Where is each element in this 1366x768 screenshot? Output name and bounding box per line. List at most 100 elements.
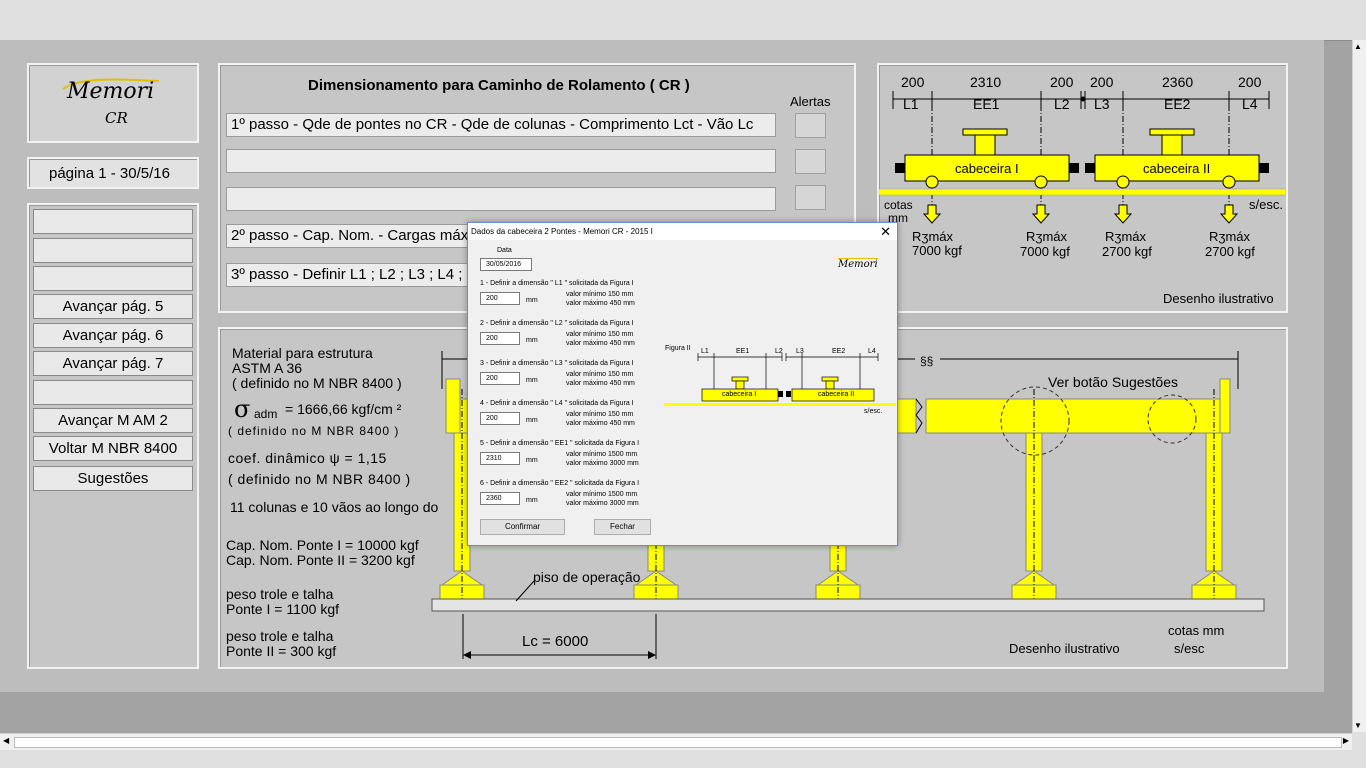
advance-page-7-button[interactable]: Avançar pág. 7 (33, 351, 193, 376)
capacity-ponte-2: Cap. Nom. Ponte II = 3200 kgf (226, 552, 415, 568)
close-icon[interactable]: ✕ (880, 224, 891, 239)
mm-label: mm (888, 211, 908, 225)
ee1-input[interactable]: 2310 (480, 452, 520, 465)
fig-scale-label: s/esc. (864, 408, 883, 415)
nav-button-blank-4[interactable] (33, 380, 193, 405)
nav-button-blank-3[interactable] (33, 266, 193, 291)
nav-button-blank-2[interactable] (33, 238, 193, 263)
dim-ee1-value: 2310 (970, 74, 1002, 90)
scroll-left-icon[interactable]: ◀ (3, 736, 10, 745)
item-2-label: 2 - Definir a dimensão " L2 " solicitada… (480, 320, 634, 327)
peso-1-value: Ponte I = 1100 kgf (226, 601, 339, 617)
alerts-label: Alertas (790, 94, 831, 109)
item-1-min: valor mínimo 150 mm (566, 291, 634, 298)
scroll-up-icon[interactable]: ▲ (1354, 42, 1362, 51)
suggestions-button[interactable]: Sugestões (33, 466, 193, 491)
advance-page-5-button[interactable]: Avançar pág. 5 (33, 294, 193, 319)
item-2-min: valor mínimo 150 mm (566, 331, 634, 338)
dynamic-coefficient: coef. dinâmico ψ = 1,15 (228, 450, 387, 466)
item-4-max: valor máximo 450 mm (566, 420, 635, 427)
dialog-title: Dados da cabeceira 2 Pontes - Memori CR … (471, 227, 653, 236)
top-diagram-panel: 200 2310 200 200 2360 200 L1 EE1 L2 L3 E… (877, 63, 1288, 313)
label-l3: L3 (1094, 96, 1110, 112)
item-3-label: 3 - Definir a dimensão " L3 " solicitada… (480, 360, 634, 367)
item-5-max: valor máximo 3000 mm (566, 460, 639, 467)
svg-text:§§: §§ (920, 354, 933, 368)
date-field[interactable]: 30/05/2016 (480, 258, 532, 271)
item-6-unit: mm (526, 497, 538, 504)
peso-2-title: peso trole e talha (226, 628, 334, 644)
item-3-unit: mm (526, 377, 538, 384)
dim-l3-value: 200 (1090, 74, 1114, 90)
step-1: 1º passo - Qde de pontes no CR - Qde de … (226, 113, 776, 137)
suggestions-hint: Ver botão Sugestões (1048, 374, 1178, 390)
fig-label-ee1: EE1 (736, 348, 750, 355)
nav-button-blank-1[interactable] (33, 209, 193, 234)
item-3-max: valor máximo 450 mm (566, 380, 635, 387)
fig-cabeceira-1: cabeceira I (722, 391, 757, 398)
scale-label: s/esc. (1249, 197, 1283, 212)
vertical-scrollbar[interactable]: ▲ ▼ (1352, 40, 1366, 732)
figure-label: Figura II (665, 345, 691, 352)
item-1-unit: mm (526, 297, 538, 304)
cabeceira-2-label: cabeceira II (1143, 161, 1211, 176)
l1-input[interactable]: 200 (480, 292, 520, 305)
peso-2-value: Ponte II = 300 kgf (226, 643, 337, 659)
scroll-right-icon[interactable]: ▶ (1342, 736, 1349, 745)
sigma-subscript: adm (254, 407, 278, 421)
figure-ii-diagram (664, 353, 896, 406)
item-4-unit: mm (526, 417, 538, 424)
floor-label: piso de operação (533, 569, 641, 585)
r3-label-1: Rʒmáx (912, 229, 954, 244)
sigma-value: = 1666,66 kgf/cm ² (285, 401, 402, 417)
advance-m-am2-button[interactable]: Avançar M AM 2 (33, 408, 193, 433)
alert-box-3 (795, 185, 826, 210)
fig-label-l1: L1 (701, 348, 709, 355)
item-5-label: 5 - Definir a dimensão " EE1 " solicitad… (480, 440, 640, 447)
load-value-4: 2700 kgf (1205, 244, 1255, 259)
sigma-defined: ( definido no M NBR 8400 ) (228, 424, 400, 438)
label-ee1: EE1 (973, 96, 1000, 112)
confirm-button[interactable]: Confirmar (480, 519, 565, 535)
item-2-max: valor máximo 450 mm (566, 340, 635, 347)
item-4-label: 4 - Definir a dimensão " L4 " solicitada… (480, 400, 634, 407)
horizontal-scrollbar[interactable]: ◀ ▶ (0, 733, 1352, 750)
advance-page-6-button[interactable]: Avançar pág. 6 (33, 323, 193, 348)
l3-input[interactable]: 200 (480, 372, 520, 385)
item-3-min: valor mínimo 150 mm (566, 371, 634, 378)
close-button[interactable]: Fechar (594, 519, 651, 535)
sigma-symbol: σ (234, 395, 251, 423)
label-l1: L1 (903, 96, 919, 112)
item-1-max: valor máximo 450 mm (566, 300, 635, 307)
top-diagram (879, 91, 1286, 224)
item-6-max: valor máximo 3000 mm (566, 500, 639, 507)
dialog-logo: Memori (838, 258, 878, 270)
peso-1-title: peso trole e talha (226, 586, 334, 602)
ee2-input[interactable]: 2360 (480, 492, 520, 505)
back-nbr8400-button[interactable]: Voltar M NBR 8400 (33, 436, 193, 461)
logo-panel: Memori CR (27, 63, 199, 143)
units-label: cotas mm (1168, 623, 1225, 638)
r3-label-4: Rʒmáx (1209, 229, 1251, 244)
alert-box-2 (795, 149, 826, 174)
item-2-unit: mm (526, 337, 538, 344)
load-value-2: 7000 kgf (1020, 244, 1070, 259)
load-value-1: 7000 kgf (912, 243, 962, 258)
dim-l2-value: 200 (1050, 74, 1074, 90)
item-6-min: valor mínimo 1500 mm (566, 491, 638, 498)
material-title: Material para estrutura (232, 345, 373, 361)
scroll-thumb[interactable] (14, 737, 1342, 748)
scroll-down-icon[interactable]: ▼ (1354, 721, 1362, 730)
l2-input[interactable]: 200 (480, 332, 520, 345)
dim-ee2-value: 2360 (1162, 74, 1194, 90)
dialog-titlebar: Dados da cabeceira 2 Pontes - Memori CR … (468, 223, 897, 240)
load-value-3: 2700 kgf (1102, 244, 1152, 259)
main-scale-label: s/esc (1174, 641, 1205, 656)
r3-label-3: Rʒmáx (1105, 229, 1147, 244)
label-ee2: EE2 (1164, 96, 1191, 112)
l4-input[interactable]: 200 (480, 412, 520, 425)
main-caption: Desenho ilustrativo (1009, 641, 1120, 656)
cabeceira-1-label: cabeceira I (955, 161, 1019, 176)
coef-defined: ( definido no M NBR 8400 ) (228, 471, 411, 487)
date-label: Data (497, 247, 512, 254)
